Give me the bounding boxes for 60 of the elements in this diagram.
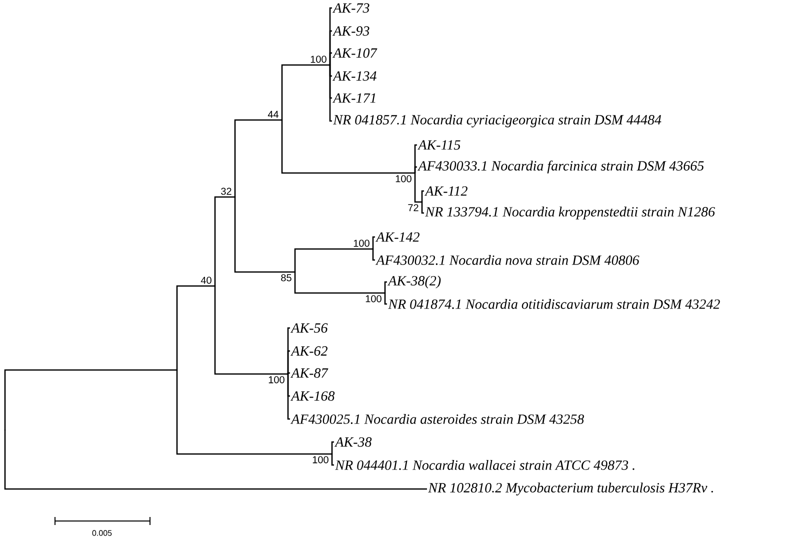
taxon-label: NR 041874.1 Nocardia otitidiscaviarum strain DSM 43242 — [388, 299, 720, 309]
bootstrap-value: 100 — [354, 240, 370, 247]
branch-line — [4, 369, 177, 430]
branch-line — [384, 281, 387, 293]
taxon-label: AK-93 — [332, 26, 370, 36]
bootstrap-value: 100 — [366, 295, 382, 302]
taxon-label: AF430025.1 Nocardia asteroides strain DSM 43258 — [290, 414, 584, 424]
bootstrap-value: 44 — [268, 110, 278, 118]
branch-line — [331, 441, 334, 454]
bootstrap-value: 100 — [310, 56, 326, 63]
scale-label: 0.005 — [92, 530, 112, 536]
taxon-label: AK-134 — [332, 71, 376, 81]
bootstrap-value: 72 — [408, 204, 418, 212]
taxon-label: AK-142 — [375, 232, 420, 242]
branch-line — [287, 350, 290, 374]
branch-line — [372, 249, 375, 261]
bootstrap-value: 100 — [268, 376, 284, 384]
bootstrap-value: 32 — [221, 188, 232, 195]
branch-line — [294, 248, 373, 272]
branch-line — [384, 293, 387, 305]
taxon-label: AK-62 — [290, 346, 328, 356]
taxon-label: AK-87 — [290, 368, 328, 378]
branch-line — [234, 197, 295, 273]
taxon-label: AK-38(2) — [387, 276, 441, 288]
bootstrap-value: 40 — [200, 276, 212, 284]
taxon-label: AF430033.1 Nocardia farcinica strain DSM 43665 — [417, 160, 704, 174]
branch-line — [176, 285, 215, 370]
branch-line — [372, 236, 375, 249]
taxon-label: AK-107 — [332, 48, 378, 58]
branch-line — [176, 370, 332, 455]
branch-line — [214, 286, 288, 375]
taxon-label: AK-73 — [332, 3, 370, 13]
taxon-label: AK-112 — [424, 186, 468, 196]
branch-line — [4, 430, 427, 490]
taxon-label: NR 041857.1 Nocardia cyriacigeorgica strain DSM 44484 — [333, 114, 662, 128]
branch-line — [234, 119, 282, 197]
branch-line — [329, 52, 332, 65]
bootstrap-value: 100 — [312, 456, 328, 464]
branch-line — [281, 64, 330, 120]
taxon-label: AF430032.1 Nocardia nova strain DSM 40806 — [375, 255, 640, 265]
bootstrap-value: 85 — [281, 274, 292, 282]
taxon-label: AK-168 — [290, 391, 335, 401]
taxon-label: NR 102810.2 Mycobacterium tuberculosis H37Rv . — [428, 482, 713, 496]
branch-line — [294, 272, 385, 294]
branch-line — [421, 202, 424, 214]
branch-line — [414, 166, 417, 173]
branch-line — [287, 374, 290, 420]
taxon-label: NR 133794.1 Nocardia kroppenstedtii strain N1286 — [425, 206, 715, 220]
branch-line — [331, 454, 334, 466]
branch-line — [281, 120, 415, 174]
taxon-label: NR 044401.1 Nocardia wallacei strain ATCC 49873 . — [335, 460, 634, 470]
taxon-label: AK-56 — [290, 323, 328, 333]
branch-line — [214, 196, 235, 286]
taxon-label: AK-171 — [332, 93, 376, 103]
taxon-label: AK-115 — [417, 140, 460, 150]
branch-line — [329, 65, 332, 122]
branch-line — [421, 190, 424, 202]
branch-line — [414, 173, 422, 203]
taxon-label: AK-38 — [334, 437, 372, 447]
bootstrap-value: 100 — [396, 175, 412, 182]
